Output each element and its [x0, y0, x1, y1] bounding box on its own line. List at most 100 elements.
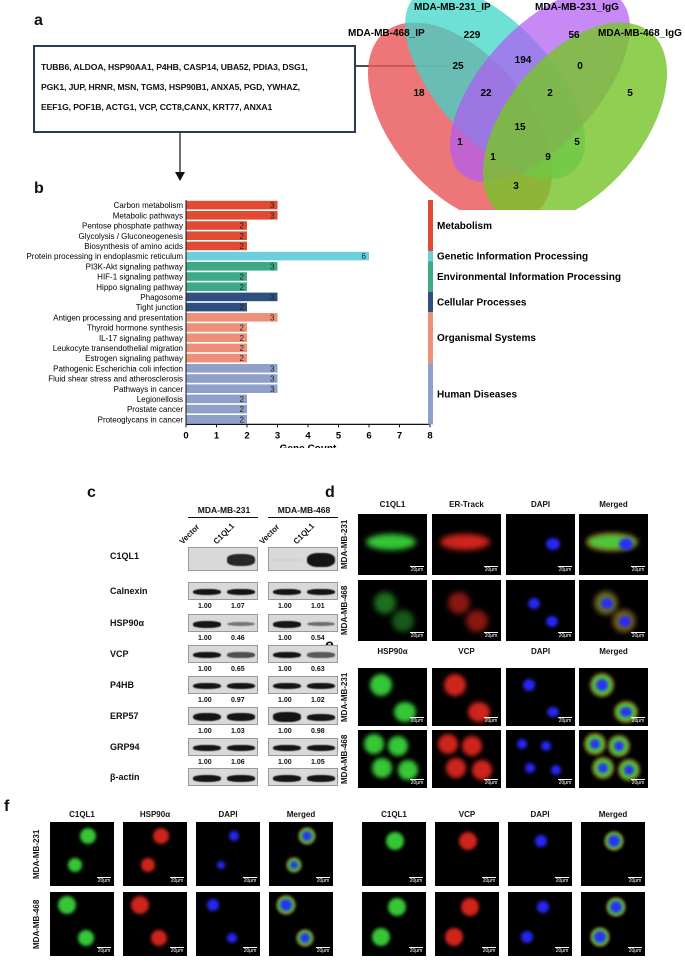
wb-band: [307, 682, 335, 690]
wb-blot-strip: [268, 707, 338, 725]
bar-1: [186, 211, 278, 220]
wb-quant-value: 0.97: [231, 697, 245, 704]
venn-count: 15: [514, 122, 526, 133]
group-bar: [428, 261, 433, 292]
cell-signal: [280, 899, 292, 911]
wb-protein-label: Calnexin: [110, 586, 148, 596]
data-label: 3: [270, 293, 275, 302]
scale-bar: 20μm: [484, 632, 498, 639]
data-label: 2: [240, 354, 245, 363]
scale-bar: 20μm: [410, 566, 424, 573]
data-label: 2: [240, 222, 245, 231]
wb-band: [193, 712, 221, 722]
wb-blot-strip: [268, 676, 338, 694]
bar-3: [186, 231, 247, 240]
micro-image: 20μm: [196, 892, 260, 956]
venn-count: 22: [480, 88, 492, 99]
gene-list-line: EEF1G, POF1B, ACTG1, VCP, CCT8,CANX, KRT…: [41, 102, 273, 112]
cell-signal: [141, 858, 155, 872]
x-axis-label: Gene Count: [280, 443, 337, 448]
group-label: Cellular Processes: [437, 298, 527, 309]
micro-image: 20μm: [50, 822, 114, 886]
data-label: 3: [270, 375, 275, 384]
wb-blot-strip: [188, 645, 258, 663]
wb-band: [227, 774, 255, 782]
micro-image: 20μm: [123, 892, 187, 956]
scale-bar: 20μm: [558, 632, 572, 639]
venn-diagram: MDA-MB-468_IP MDA-MB-231_IP MDA-MB-231_I…: [348, 0, 682, 210]
wb-blot-strip: [188, 676, 258, 694]
wb-band: [307, 774, 335, 782]
micro-row-label: MDA-MB-231: [340, 672, 349, 722]
cell-signal: [440, 534, 490, 550]
wb-blot-strip: [188, 738, 258, 756]
data-label: 2: [240, 344, 245, 353]
category-label: Fluid shear stress and atherosclerosis: [48, 375, 183, 384]
group-bar: [428, 251, 433, 262]
wb-quant-value: 1.00: [278, 635, 292, 642]
data-label: 3: [270, 211, 275, 220]
panel-label-d: d: [325, 484, 335, 501]
cell-signal: [594, 931, 606, 943]
cell-signal: [614, 741, 624, 751]
x-tick-label: 7: [397, 430, 402, 441]
data-label: 3: [270, 385, 275, 394]
micro-col-title: HSP90α: [377, 647, 408, 656]
wb-quant-value: 1.00: [278, 697, 292, 704]
scale-bar: 20μm: [631, 717, 645, 724]
cell-signal: [386, 832, 404, 850]
cell-signal: [58, 896, 76, 914]
venn-label-231-ip: MDA-MB-231_IP: [414, 2, 491, 13]
wb-blot-strip: [268, 547, 338, 571]
cell-signal: [302, 831, 312, 841]
wb-quant-value: 1.00: [278, 666, 292, 673]
venn-label-231-igg: MDA-MB-231_IgG: [535, 2, 619, 13]
scale-bar: 20μm: [484, 717, 498, 724]
venn-label-468-ip: MDA-MB-468_IP: [348, 28, 425, 39]
cell-signal: [590, 739, 600, 749]
wb-quant-value: 1.00: [198, 697, 212, 704]
micro-col-title: ER-Track: [449, 500, 484, 509]
data-label: 2: [240, 334, 245, 343]
wb-quant-value: 0.63: [311, 666, 325, 673]
data-label: 2: [240, 242, 245, 251]
wb-band: [193, 651, 221, 659]
micro-image: 20μm: [358, 580, 427, 641]
micro-col-title: Merged: [598, 810, 628, 819]
scale-bar: 20μm: [631, 779, 645, 786]
cell-signal: [217, 861, 225, 869]
micro-image: 20μm: [435, 822, 499, 886]
micro-image: 20μm: [269, 892, 333, 956]
data-label: 3: [270, 364, 275, 373]
scale-bar: 20μm: [243, 877, 257, 884]
micro-image: 20μm: [358, 730, 427, 788]
panel-label-f: f: [4, 798, 10, 815]
venn-count: 56: [568, 30, 580, 41]
gene-list-line: PGK1, JUP, HRNR, MSN, TGM3, HSP90B1, ANX…: [41, 82, 300, 92]
scale-bar: 20μm: [97, 947, 111, 954]
wb-band: [307, 553, 335, 567]
wb-band: [273, 712, 301, 722]
cell-signal: [131, 896, 149, 914]
wb-band: [193, 588, 221, 596]
wb-band: [227, 588, 255, 596]
data-label: 2: [240, 273, 245, 282]
wb-quant-value: 1.00: [278, 728, 292, 735]
scale-bar: 20μm: [555, 877, 569, 884]
wb-band: [307, 713, 335, 721]
x-tick-label: 3: [275, 430, 280, 441]
down-arrow-icon: [175, 172, 185, 181]
scale-bar: 20μm: [558, 779, 572, 786]
data-label: 3: [270, 201, 275, 210]
wb-band: [307, 652, 335, 658]
cell-signal: [620, 707, 632, 717]
micro-col-title: VCP: [458, 647, 475, 656]
wb-band: [227, 713, 255, 721]
cell-signal: [372, 928, 390, 946]
category-label: Pathways in cancer: [114, 385, 184, 394]
micro-image: 20μm: [506, 668, 575, 726]
wb-band: [273, 651, 301, 659]
bar-9: [186, 292, 278, 302]
bar-5: [186, 251, 369, 261]
scale-bar: 20μm: [316, 947, 330, 954]
